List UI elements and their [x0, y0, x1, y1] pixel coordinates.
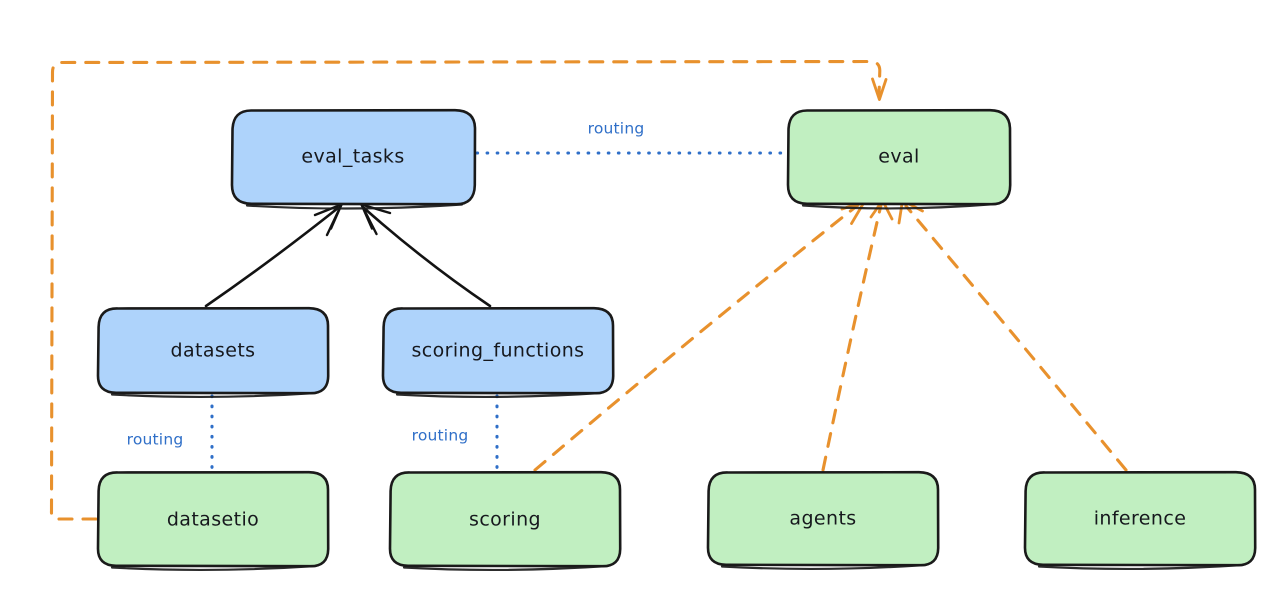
node-agents[interactable]: agents	[706, 470, 940, 571]
edge-agents-eval	[821, 199, 894, 472]
edge-datasets-eval_tasks	[204, 203, 343, 308]
edge-eval_tasks-eval: routing	[475, 120, 788, 155]
node-label-eval_tasks: eval_tasks	[301, 146, 404, 168]
edge-datasetio-eval	[49, 59, 888, 521]
edge-inference-eval	[897, 199, 1128, 472]
edge-label-routing-1: routing	[588, 120, 645, 138]
edge-scoring_functions-scoring: routing	[412, 394, 499, 472]
node-inference[interactable]: inference	[1023, 470, 1257, 571]
edge-datasets-datasetio: routing	[127, 394, 214, 472]
node-label-datasetio: datasetio	[167, 509, 259, 531]
node-label-eval: eval	[878, 146, 919, 168]
node-label-scoring: scoring	[469, 509, 541, 531]
node-label-inference: inference	[1094, 508, 1187, 530]
node-scoring_functions[interactable]: scoring_functions	[381, 306, 615, 399]
node-eval[interactable]: eval	[786, 108, 1012, 210]
node-eval_tasks[interactable]: eval_tasks	[230, 108, 477, 210]
node-datasets[interactable]: datasets	[96, 306, 330, 399]
node-label-scoring_functions: scoring_functions	[412, 340, 585, 362]
edge-scoring_functions-eval_tasks	[360, 203, 492, 308]
edge-label-routing-3: routing	[412, 427, 469, 445]
node-label-agents: agents	[789, 508, 856, 530]
edge-label-routing-2: routing	[127, 431, 184, 449]
node-scoring[interactable]: scoring	[388, 470, 622, 572]
node-label-datasets: datasets	[171, 340, 256, 362]
node-datasetio[interactable]: datasetio	[96, 470, 330, 572]
